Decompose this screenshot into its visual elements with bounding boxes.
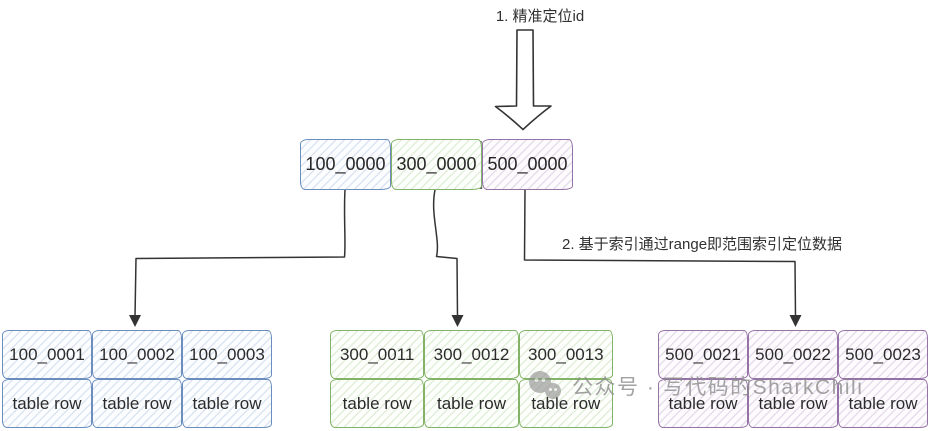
table-row-cell: table row [330, 379, 425, 428]
index-cell-100-0000: 100_0000 [300, 139, 391, 190]
index-cell-500-0000: 500_0000 [482, 139, 573, 190]
table-header-cell: 100_0002 [92, 330, 182, 379]
arrowhead-green [451, 315, 464, 327]
table-row-cell: table row [182, 379, 272, 428]
connector-blue [134, 189, 346, 318]
step2-label: 2. 基于索引通过range即范围索引定位数据 [562, 236, 843, 253]
table-row-cell: table row [92, 379, 182, 428]
index-cell-300-0000: 300_0000 [391, 139, 482, 190]
table-100: 100_0001 100_0002 100_0003 table row tab… [2, 330, 272, 428]
index-row: 100_0000 300_0000 500_0000 [300, 139, 573, 190]
table-header-cell: 300_0012 [424, 330, 519, 379]
table-header-cell: 500_0022 [748, 330, 838, 379]
table-500: 500_0021 500_0022 500_0023 table row tab… [658, 330, 928, 428]
arrowhead-blue [129, 315, 141, 327]
table-row-cell: table row [518, 379, 613, 428]
table-header-cell: 500_0021 [658, 330, 748, 379]
table-header-cell: 500_0023 [838, 330, 928, 379]
table-header-cell: 100_0003 [182, 330, 272, 379]
step1-label: 1. 精准定位id [495, 8, 585, 25]
table-row-cell: table row [424, 379, 519, 428]
table-row-cell: table row [838, 379, 928, 428]
big-down-arrow-icon [494, 29, 552, 131]
table-header-cell: 300_0013 [518, 330, 613, 379]
table-row-cell: table row [658, 379, 748, 428]
table-row-cell: table row [2, 379, 92, 428]
table-300: 300_0011 300_0012 300_0013 table row tab… [330, 330, 613, 428]
connector-green [432, 189, 459, 318]
table-header-cell: 100_0001 [2, 330, 92, 379]
arrowhead-purple [789, 315, 802, 327]
table-header-cell: 300_0011 [330, 330, 425, 379]
table-row-cell: table row [748, 379, 838, 428]
